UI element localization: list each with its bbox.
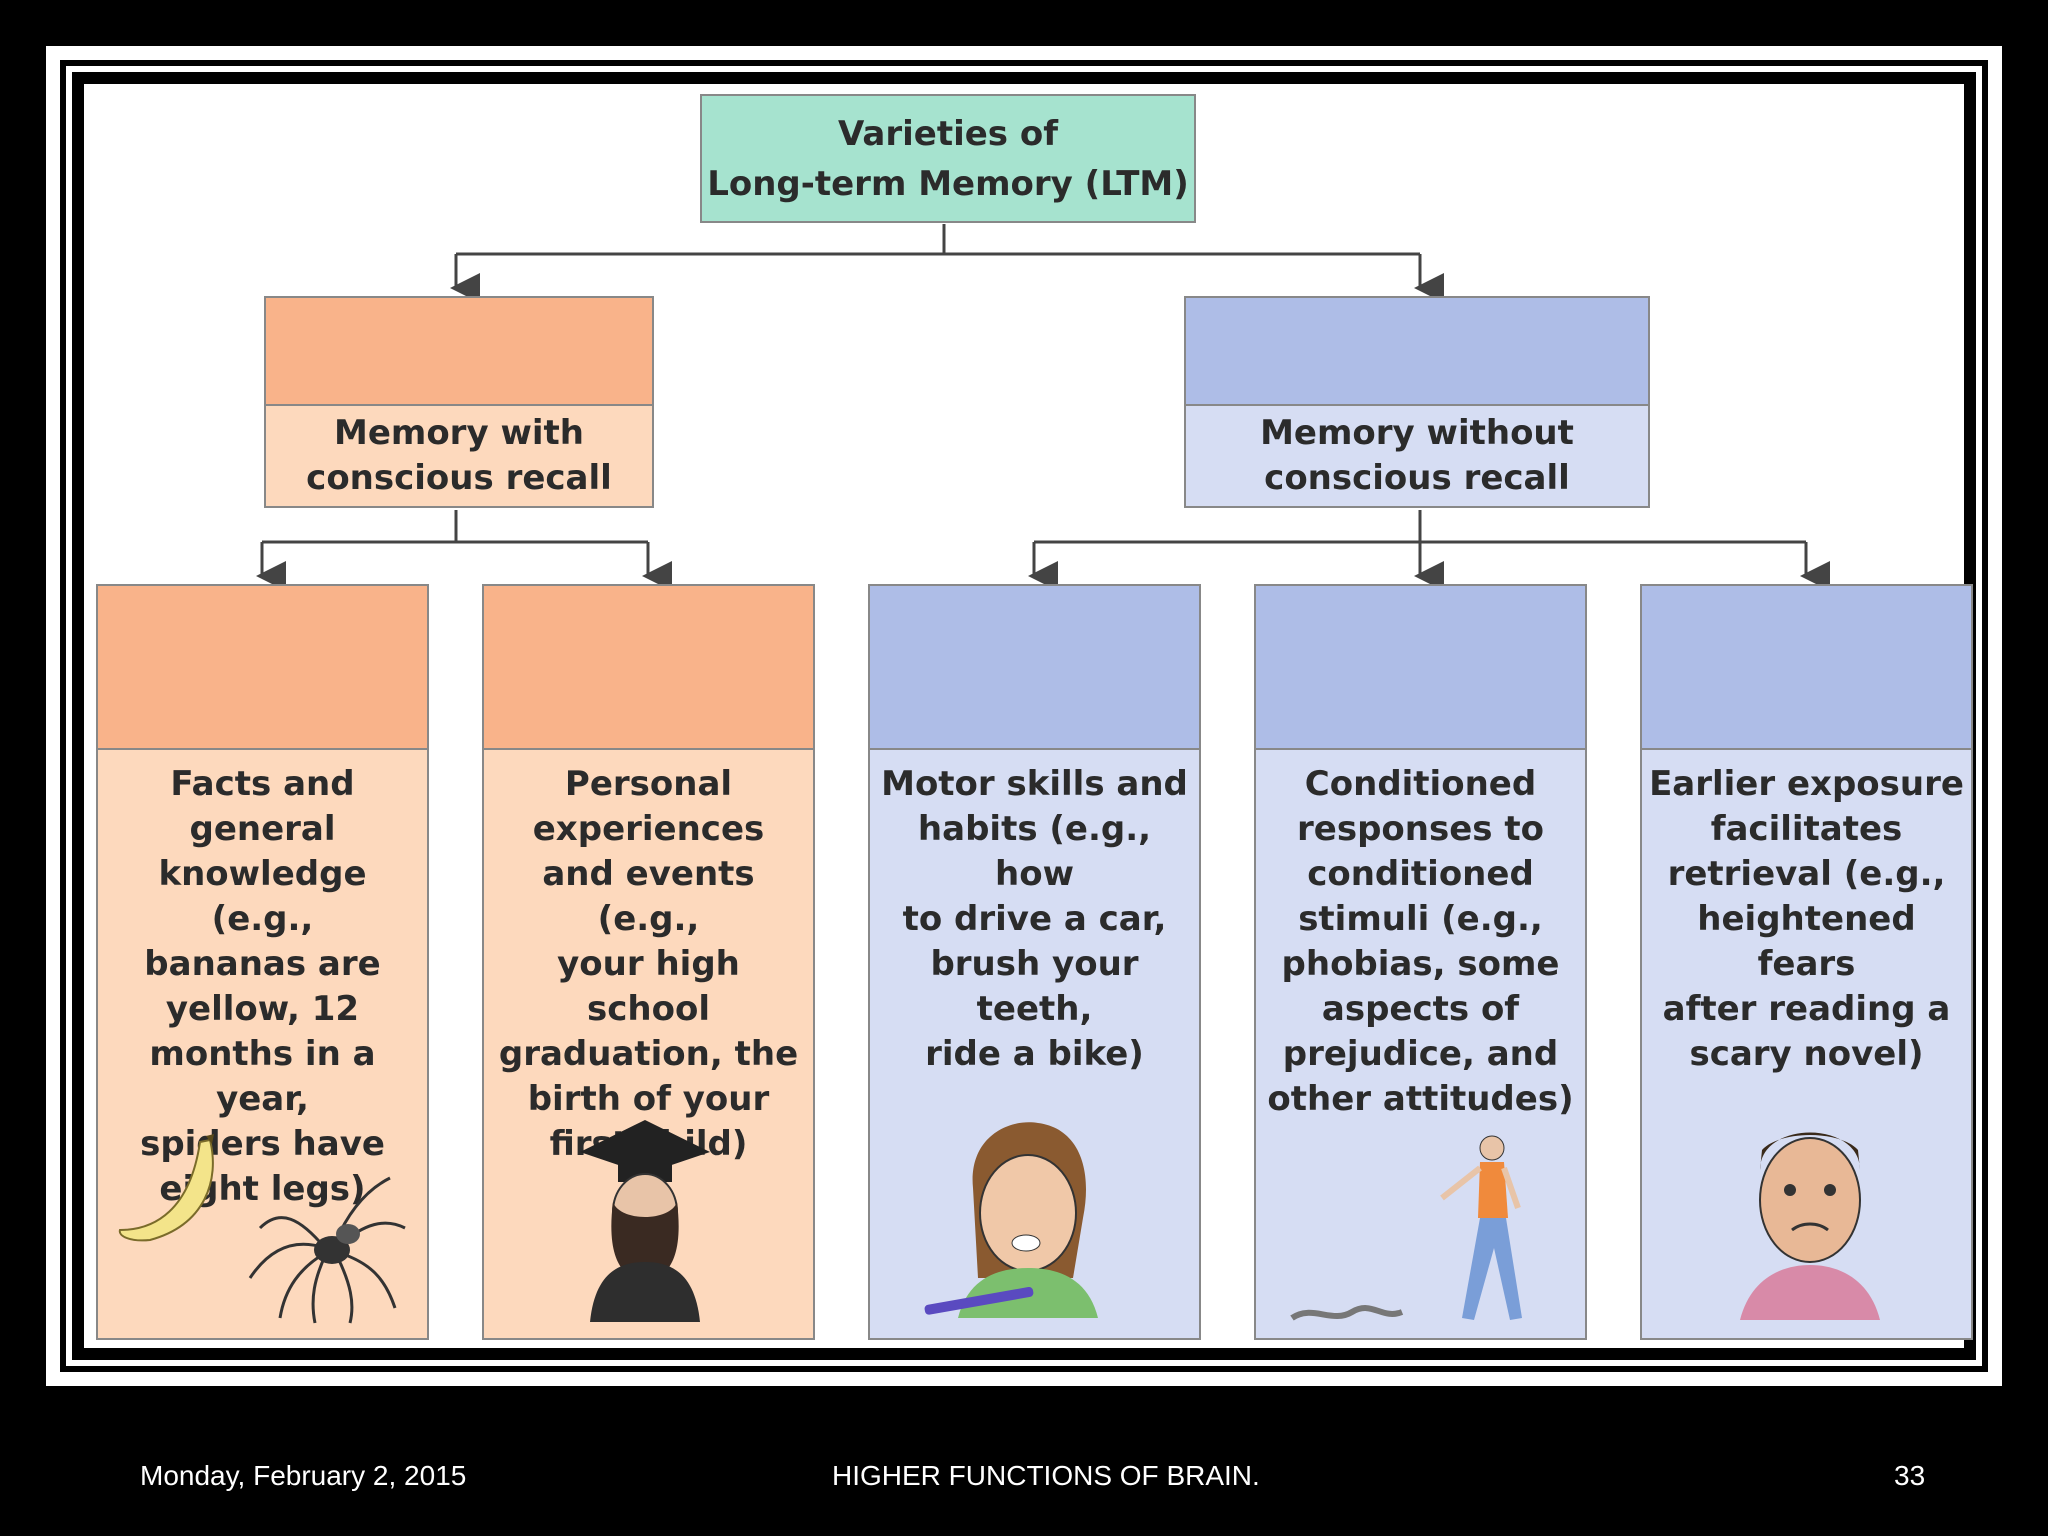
node-header bbox=[1186, 298, 1648, 404]
spider-icon bbox=[248, 1176, 406, 1324]
leaf-text-line: spiders have bbox=[140, 1124, 385, 1164]
leaf-text-line: aspects of bbox=[1321, 989, 1520, 1029]
walking-person-snake-icon bbox=[1290, 1135, 1522, 1321]
leaf-text-line: prejudice, and bbox=[1282, 1034, 1559, 1074]
leaf-text-line: birth of your bbox=[527, 1079, 770, 1119]
leaf-text-line: Earlier exposure bbox=[1649, 764, 1964, 804]
leaf-text-line: other attitudes) bbox=[1267, 1079, 1574, 1119]
leaf-text-line: ride a bike) bbox=[925, 1034, 1144, 1074]
node-explicit-memory: Memory with conscious recall bbox=[264, 296, 654, 508]
leaf-text-line: yellow, 12 bbox=[165, 989, 360, 1029]
leaf-text-line: brush your teeth, bbox=[930, 944, 1139, 1029]
node-label-line: Memory with bbox=[334, 413, 584, 453]
leaf-text-line: to drive a car, bbox=[902, 899, 1167, 939]
leaf-text-line: your high school bbox=[557, 944, 740, 1029]
leaf-text-line: retrieval (e.g., bbox=[1667, 854, 1946, 894]
leaf-text-line: heightened fears bbox=[1697, 899, 1916, 984]
leaf-text-line: experiences bbox=[532, 809, 765, 849]
leaf-text-line: graduation, the bbox=[498, 1034, 799, 1074]
leaf-text-line: and events (e.g., bbox=[542, 854, 755, 939]
node-body: Conditioned responses to conditioned sti… bbox=[1256, 748, 1585, 1338]
leaf-text-line: Personal bbox=[564, 764, 733, 804]
leaf-text-line: facilitates bbox=[1710, 809, 1903, 849]
leaf-text-line: responses to bbox=[1297, 809, 1544, 849]
leaf-text-line: stimuli (e.g., bbox=[1298, 899, 1543, 939]
leaf-text-line: phobias, some bbox=[1281, 944, 1560, 984]
node-label-line: Memory without bbox=[1260, 413, 1574, 453]
leaf-text-line: knowledge (e.g., bbox=[158, 854, 367, 939]
node-implicit-memory: Memory without conscious recall bbox=[1184, 296, 1650, 508]
leaf-text-line: conditioned bbox=[1307, 854, 1534, 894]
leaf-text-line: after reading a bbox=[1662, 989, 1951, 1029]
node-priming: Earlier exposure facilitates retrieval (… bbox=[1640, 584, 1973, 1340]
node-header bbox=[870, 586, 1199, 748]
node-label-line: conscious recall bbox=[306, 458, 612, 498]
footer-title: HIGHER FUNCTIONS OF BRAIN. bbox=[832, 1460, 1260, 1491]
footer-date: Monday, February 2, 2015 bbox=[140, 1460, 467, 1491]
leaf-text-line: habits (e.g., how bbox=[917, 809, 1152, 894]
leaf-text-line: bananas are bbox=[144, 944, 381, 984]
node-label-line: conscious recall bbox=[1264, 458, 1570, 498]
leaf-text-line: Motor skills and bbox=[881, 764, 1188, 804]
node-conditioned-responses: Conditioned responses to conditioned sti… bbox=[1254, 584, 1587, 1340]
leaf-text-line: general bbox=[189, 809, 336, 849]
toothbrush-person-icon bbox=[924, 1122, 1098, 1318]
node-header bbox=[266, 298, 652, 404]
node-body: Memory without conscious recall bbox=[1186, 404, 1648, 506]
root-title-line1: Varieties of bbox=[837, 113, 1059, 154]
graduate-icon bbox=[580, 1120, 710, 1322]
root-title-line2: Long-term Memory (LTM) bbox=[707, 163, 1189, 204]
fearful-face-icon bbox=[1740, 1132, 1880, 1320]
node-header bbox=[484, 586, 813, 748]
leaf-text-line: scary novel) bbox=[1689, 1034, 1924, 1074]
leaf-text-line: months in a year, bbox=[149, 1034, 376, 1119]
leaf-text-line: Facts and bbox=[170, 764, 355, 804]
banana-icon bbox=[118, 1134, 214, 1242]
node-header bbox=[1642, 586, 1971, 748]
node-body: Memory with conscious recall bbox=[266, 404, 652, 506]
root-node-ltm: Varieties of Long-term Memory (LTM) bbox=[700, 94, 1196, 223]
footer-page-number: 33 bbox=[1894, 1460, 1926, 1491]
node-header bbox=[98, 586, 427, 748]
leaf-text-line: Conditioned bbox=[1304, 764, 1537, 804]
node-header bbox=[1256, 586, 1585, 748]
